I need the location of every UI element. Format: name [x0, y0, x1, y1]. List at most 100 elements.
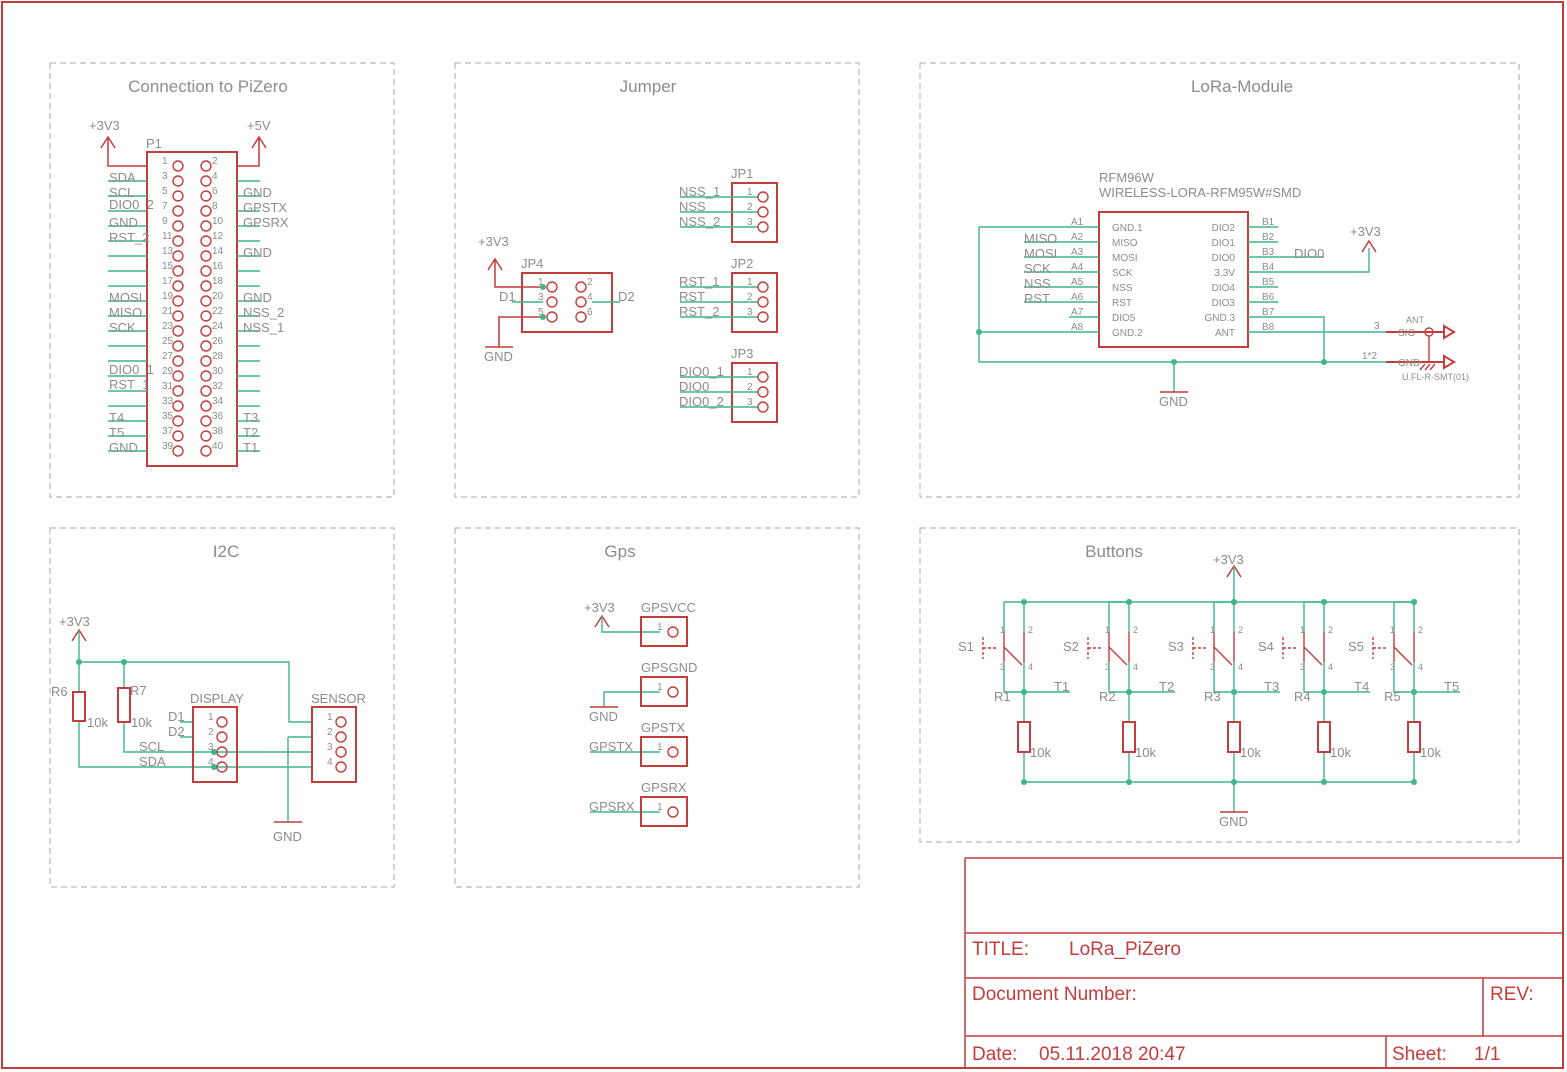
title-block-grid — [964, 857, 1563, 1068]
gps-pin-number: 1 — [657, 682, 663, 693]
header-net-left: DIO0_1 — [109, 362, 154, 377]
resistor-body — [1017, 721, 1031, 753]
button-junction — [1021, 779, 1027, 785]
jp4-ref: JP4 — [521, 256, 543, 271]
i2c-wires — [78, 630, 312, 822]
switch-pin-number: 1 — [1000, 625, 1005, 635]
gps-pin-number: 1 — [657, 742, 663, 753]
header-pin-odd — [172, 400, 184, 412]
lora-right-pin-name: DIO3 — [1212, 298, 1236, 309]
jp4-junction — [540, 284, 546, 290]
header-pin-number: 7 — [162, 201, 168, 212]
jp1-pin-number: 3 — [747, 217, 753, 228]
gps-3v3-label: +3V3 — [584, 600, 615, 615]
lora-right-pin-name: GND.3 — [1204, 313, 1235, 324]
header-pin-odd — [172, 190, 184, 202]
header-pin-even — [200, 430, 212, 442]
gps-connector-pin — [667, 626, 679, 638]
button-junction — [1321, 599, 1327, 605]
resistor-value: 10k — [1330, 745, 1351, 760]
gps-group: +3V3 GND GPSTX GPSRX 1GPSVCC1GPSGND1GPST… — [584, 600, 697, 827]
jp4-net-d2: D2 — [618, 289, 635, 304]
button-junction — [1231, 779, 1237, 785]
lora-right-pin-name: DIO0 — [1212, 253, 1236, 264]
header-pin-number: 6 — [212, 186, 218, 197]
header-pin-number: 15 — [162, 261, 174, 272]
lora-left-net: RST — [1024, 291, 1050, 306]
lora-junction — [1321, 359, 1327, 365]
button-junction — [1126, 779, 1132, 785]
display-pin-number: 2 — [208, 727, 214, 738]
button-junction — [1126, 689, 1132, 695]
header-pin-even — [200, 385, 212, 397]
lora-left-pin-name: GND.1 — [1112, 223, 1143, 234]
group-title-pizero: Connection to PiZero — [128, 77, 288, 96]
resistor-ref: R3 — [1204, 689, 1221, 704]
switch-contacts — [1303, 632, 1325, 666]
gps-pin-number: 1 — [657, 802, 663, 813]
header-pin-even — [200, 190, 212, 202]
header-pin-number: 24 — [212, 321, 224, 332]
lora-right-pad: B3 — [1262, 247, 1275, 258]
header-pin-even — [200, 445, 212, 457]
resistor-value: 10k — [1240, 745, 1261, 760]
header-pin-number: 34 — [212, 396, 224, 407]
button-junction — [1411, 689, 1417, 695]
gps-connector-body — [640, 736, 688, 767]
lora-right-pin-name: 3.3V — [1214, 268, 1235, 279]
button-junction — [1126, 599, 1132, 605]
jp4-pin-number: 6 — [587, 307, 593, 318]
lora-right-pin-name: DIO1 — [1212, 238, 1236, 249]
header-pin-number: 39 — [162, 441, 174, 452]
switch-pin-number: 4 — [1133, 662, 1138, 672]
jp1-net-label: NSS — [679, 199, 706, 214]
gps-net-rx: GPSRX — [589, 799, 635, 814]
button-top-wire — [1108, 601, 1130, 632]
header-net-right: T1 — [243, 440, 258, 455]
title-label: TITLE: — [972, 939, 1029, 960]
header-pin-number: 3 — [162, 171, 168, 182]
lora-3v3-wire — [1278, 248, 1370, 273]
lora-left-pad: A5 — [1071, 277, 1084, 288]
sheet-value: 1/1 — [1474, 1044, 1500, 1065]
lora-pin-3: 3 — [1374, 321, 1380, 332]
title-value: LoRa_PiZero — [1069, 939, 1181, 960]
date-label: Date: — [972, 1044, 1017, 1065]
lora-left-pin-name: MISO — [1112, 238, 1138, 249]
jp3-pin-number: 3 — [747, 397, 753, 408]
header-pin-number: 10 — [212, 216, 224, 227]
header-pin-even — [200, 175, 212, 187]
switch-pin-number: 3 — [1000, 662, 1005, 672]
header-pin-number: 13 — [162, 246, 174, 257]
lora-connector-name: U.FL-R-SMT(01) — [1402, 372, 1469, 382]
gps-connector-pin — [667, 806, 679, 818]
jp1-pin — [757, 221, 769, 233]
header-pin-number: 25 — [162, 336, 174, 347]
sensor-connector-body — [311, 706, 357, 783]
switch-actuator — [1372, 637, 1386, 659]
jp1-net-label: NSS_2 — [679, 214, 720, 229]
header-pin-number: 27 — [162, 351, 174, 362]
gps-connector-body — [640, 796, 688, 827]
jp4-pin — [575, 281, 587, 293]
pizero-header-ref: P1 — [146, 136, 162, 151]
pizero-3v3-label: +3V3 — [89, 118, 120, 133]
r7-ref: R7 — [130, 683, 147, 698]
header-pin-odd — [172, 175, 184, 187]
switch-contacts — [1108, 632, 1130, 666]
jp4-pin — [546, 281, 558, 293]
header-pin-number: 21 — [162, 306, 174, 317]
switch-actuator — [1282, 637, 1296, 659]
header-pin-odd — [172, 205, 184, 217]
jp3-net-label: DIO0_2 — [679, 394, 724, 409]
i2c-net-d1: D1 — [168, 709, 185, 724]
gps-net-tx: GPSTX — [589, 739, 633, 754]
header-pin-even — [200, 355, 212, 367]
header-net-right: T2 — [243, 425, 258, 440]
gps-connector-ref: GPSGND — [641, 660, 697, 675]
switch-actuator — [1192, 637, 1206, 659]
